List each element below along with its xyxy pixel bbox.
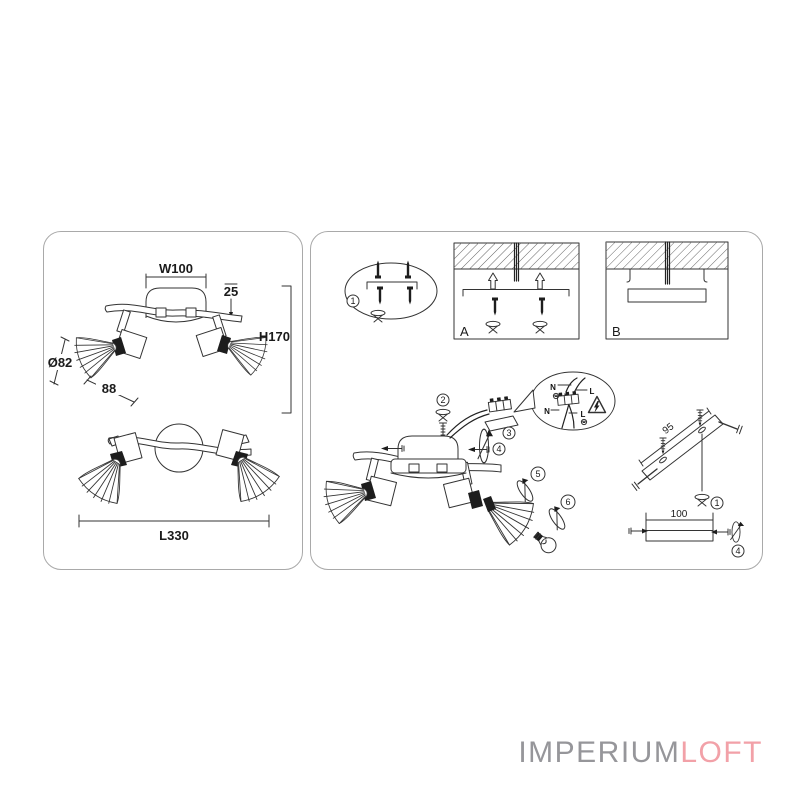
right-lamp-side bbox=[195, 314, 273, 379]
screw-icon bbox=[631, 468, 658, 491]
shade-diameter-label: Ø82 bbox=[48, 355, 73, 370]
brand-imperium: IMPERIUM bbox=[518, 736, 681, 769]
mounting-bracket-profile bbox=[462, 289, 570, 297]
mounting-bracket-profile bbox=[366, 281, 418, 290]
canopy-tab bbox=[436, 463, 448, 473]
live-wire-label: L bbox=[590, 387, 595, 396]
top-view-drawing: L330 bbox=[73, 423, 285, 543]
live-wire-label: L bbox=[581, 410, 586, 419]
shade-diameter-dimension: Ø82 bbox=[46, 336, 74, 386]
right-lamp-holder bbox=[442, 477, 483, 509]
bubble-tail bbox=[513, 389, 536, 413]
left-lamp-top bbox=[73, 432, 143, 511]
dimensions-panel: W100 25 bbox=[43, 231, 303, 570]
screw-icon bbox=[718, 421, 743, 435]
step1-detail-bubble: 1 bbox=[344, 260, 438, 323]
mounting-option-a-diagram: A bbox=[453, 242, 580, 340]
length-dimension: L330 bbox=[78, 514, 270, 543]
plate-length-label: 100 bbox=[671, 509, 688, 520]
neutral-wire-label: N bbox=[544, 407, 550, 416]
lamp-socket bbox=[112, 337, 126, 356]
wires bbox=[664, 241, 671, 285]
terminal-block-icon bbox=[556, 390, 580, 406]
svg-text:6: 6 bbox=[565, 497, 570, 507]
width-dimension-label: W100 bbox=[159, 261, 193, 276]
brand-loft: LOFT bbox=[680, 736, 763, 769]
screw-icon bbox=[711, 528, 731, 536]
length-dimension-label: L330 bbox=[159, 528, 189, 543]
wall-anchor-icon bbox=[694, 493, 710, 507]
wires bbox=[446, 409, 490, 439]
shade-neck bbox=[483, 496, 496, 512]
shade-width-dimension: 88 bbox=[83, 375, 139, 407]
svg-text:3: 3 bbox=[506, 428, 511, 438]
step-number-badge: 6 bbox=[560, 494, 576, 510]
svg-text:4: 4 bbox=[735, 546, 740, 556]
bracket-slot bbox=[659, 456, 667, 464]
side-screw-right bbox=[468, 446, 490, 453]
left-lamp-side bbox=[69, 309, 148, 381]
svg-text:2: 2 bbox=[440, 395, 445, 405]
screw-icon bbox=[628, 527, 648, 535]
canopy-tab bbox=[408, 463, 420, 473]
screw-icon bbox=[659, 437, 667, 455]
wires bbox=[561, 377, 586, 429]
rotation-arrow-icon bbox=[730, 521, 745, 543]
height-dimension-label: H170 bbox=[259, 329, 290, 344]
svg-text:5: 5 bbox=[535, 469, 540, 479]
side-screw-left bbox=[381, 445, 405, 452]
wiring-detail-bubble: N L N L bbox=[513, 371, 616, 431]
step-number-badge: 3 bbox=[502, 426, 516, 440]
svg-text:4: 4 bbox=[496, 444, 501, 454]
detached-lamp-shade bbox=[475, 483, 542, 550]
mounting-plate bbox=[627, 288, 707, 303]
width-dimension: W100 bbox=[145, 261, 207, 289]
shade-width-label: 88 bbox=[102, 381, 116, 396]
rotation-arrow-icon bbox=[477, 428, 494, 464]
svg-text:1: 1 bbox=[350, 296, 355, 306]
neutral-wire-label: N bbox=[550, 383, 556, 392]
step-number-badge: 1 bbox=[710, 496, 724, 510]
left-lamp bbox=[318, 470, 398, 527]
canopy bbox=[390, 435, 467, 479]
bracket-spacing-diagram: 95 1 bbox=[631, 407, 743, 510]
bracket-slot bbox=[698, 426, 706, 434]
mounting-bracket bbox=[641, 414, 724, 481]
svg-text:1: 1 bbox=[714, 498, 719, 508]
height-dimension: H170 bbox=[259, 285, 292, 414]
side-view-drawing: W100 25 bbox=[46, 261, 292, 414]
lamp-socket bbox=[468, 490, 483, 509]
step-number-badge: 1 bbox=[346, 294, 360, 308]
bracket-spacing-label: 95 bbox=[661, 421, 677, 437]
canopy-tab bbox=[155, 307, 167, 318]
mounting-option-b-diagram: B bbox=[605, 241, 729, 340]
lamp-arm bbox=[365, 457, 379, 482]
step-number-badge: 5 bbox=[530, 466, 546, 482]
lamp-shade bbox=[69, 325, 124, 381]
screw-icon bbox=[696, 409, 704, 427]
wall-anchor-icon bbox=[435, 408, 451, 422]
mounting-option-b-label: B bbox=[612, 324, 621, 339]
terminal-block-icon bbox=[487, 395, 512, 413]
canopy-tab bbox=[185, 307, 197, 318]
wires bbox=[513, 242, 520, 282]
dimensions-drawing: W100 25 bbox=[46, 261, 292, 543]
assembly-instructions-panel: 1 A B 2 bbox=[310, 231, 763, 570]
light-bulb-icon bbox=[533, 531, 557, 554]
hanging-hooks bbox=[626, 268, 708, 283]
step-number-badge: 2 bbox=[436, 393, 450, 407]
step-number-badge: 4 bbox=[731, 544, 745, 558]
lamp-socket bbox=[217, 335, 231, 354]
mounting-plate-diagram: 100 4 bbox=[628, 509, 745, 558]
assembly-instructions-drawing: 1 A B 2 bbox=[318, 241, 745, 558]
brand-logo: IMPERIUMLOFT bbox=[518, 736, 763, 770]
canopy-height-dimension-label: 25 bbox=[224, 284, 238, 299]
right-lamp-top bbox=[215, 429, 285, 509]
step-number-badge: 4 bbox=[492, 442, 506, 456]
assembly-diagram: 2 4 bbox=[318, 371, 616, 554]
terminal-plate bbox=[484, 415, 519, 432]
mounting-option-a-label: A bbox=[460, 324, 469, 339]
canopy-height-dimension: 25 bbox=[224, 283, 238, 318]
